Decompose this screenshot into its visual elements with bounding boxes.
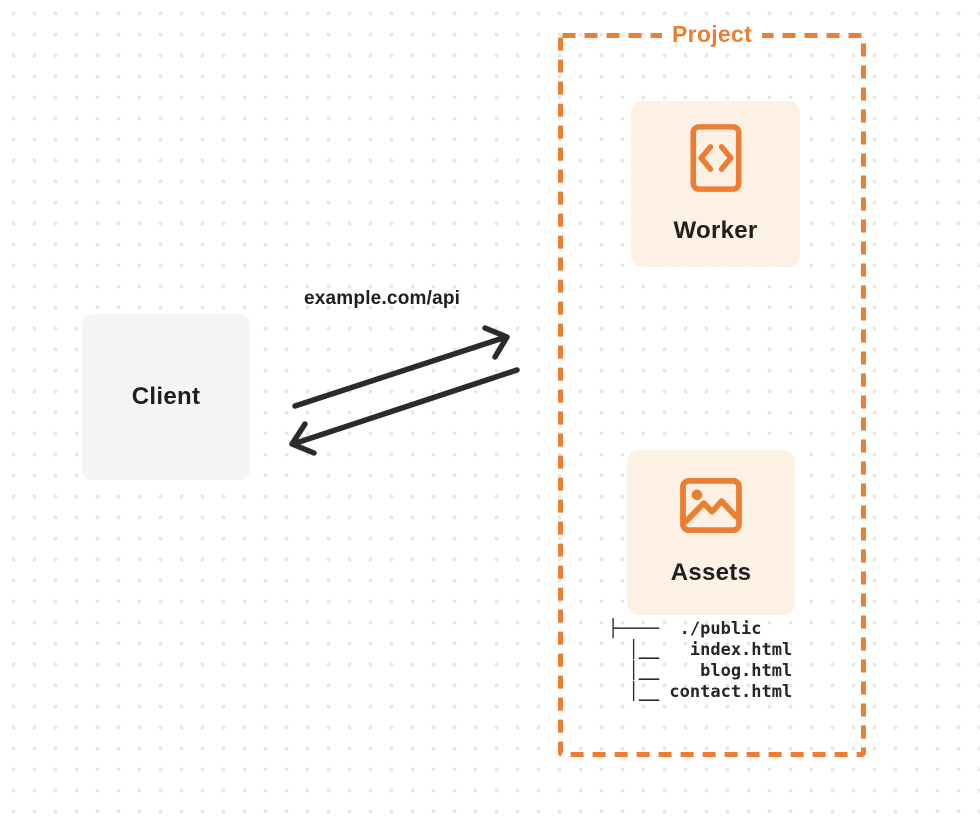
response-arrowhead-icon: [289, 421, 317, 456]
image-icon: [680, 478, 742, 533]
worker-node: Worker: [631, 101, 800, 267]
assets-file-tree: ├──── ./public │__ index.html │__ blog.h…: [608, 619, 793, 702]
request-arrow-line: [292, 335, 506, 409]
assets-node: Assets: [627, 450, 795, 615]
project-label: Project: [661, 20, 763, 48]
response-arrow-line: [293, 367, 520, 446]
worker-label: Worker: [673, 217, 758, 244]
code-file-icon: [689, 124, 742, 192]
project-label-row: Project: [558, 20, 866, 48]
project-boundary: [558, 33, 866, 757]
request-url-label: example.com/api: [304, 288, 461, 309]
project-dashed-border: [558, 33, 866, 757]
client-label: Client: [131, 383, 201, 410]
assets-label: Assets: [670, 559, 752, 586]
request-arrowhead-icon: [482, 325, 510, 360]
client-node: Client: [82, 314, 250, 480]
